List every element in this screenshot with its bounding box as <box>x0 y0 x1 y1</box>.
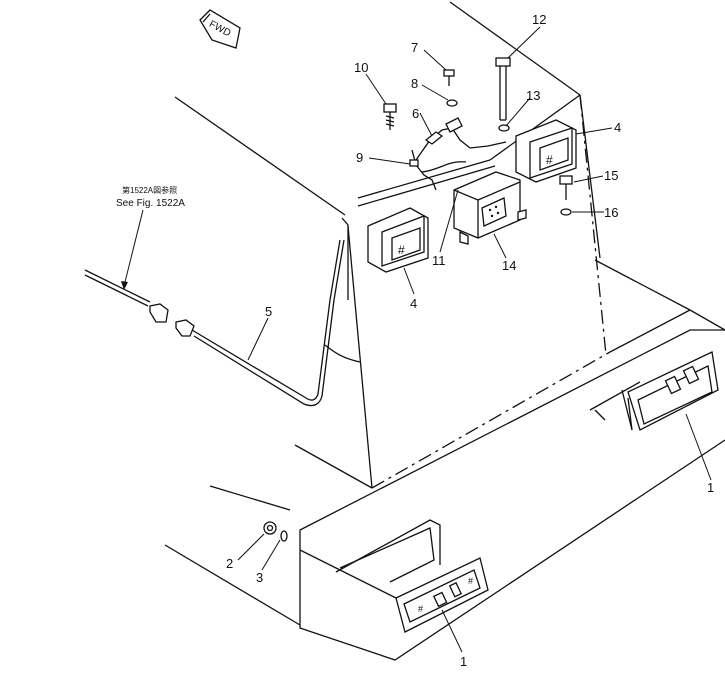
machine-body <box>164 1 725 661</box>
bolt-12 <box>495 57 511 121</box>
callout-1-right: 1 <box>707 480 714 495</box>
work-lamp-right: # <box>515 119 577 183</box>
callout-2: 2 <box>226 556 233 571</box>
cable-5 <box>84 239 361 407</box>
work-lamp-left: # <box>367 207 429 273</box>
rear-lamp-left: # # <box>395 557 489 633</box>
callout-16: 16 <box>604 205 618 220</box>
callout-13: 13 <box>526 88 540 103</box>
connector-6 <box>424 117 463 145</box>
washer-8 <box>446 99 458 107</box>
callout-6: 6 <box>412 106 419 121</box>
bolt-7 <box>443 69 455 86</box>
lamp-symbol: # <box>418 604 423 614</box>
fwd-arrow-sign: FWD <box>199 9 241 49</box>
bolt-15 <box>559 175 573 200</box>
lamp-symbol: # <box>546 153 553 167</box>
callout-1-left: 1 <box>460 654 467 669</box>
callout-numbers: 1 1 2 3 4 4 5 6 7 8 9 10 11 12 13 14 15 … <box>226 12 714 669</box>
callout-11: 11 <box>432 253 446 268</box>
callout-3: 3 <box>256 570 263 585</box>
callout-12: 12 <box>532 12 546 27</box>
callout-8: 8 <box>411 76 418 91</box>
nut-2 <box>263 521 277 535</box>
callout-9: 9 <box>356 150 363 165</box>
callout-15: 15 <box>604 168 618 183</box>
callout-4-left: 4 <box>410 296 417 311</box>
washer-3 <box>280 530 288 542</box>
reference-note-english: See Fig. 1522A <box>116 198 185 209</box>
callout-10: 10 <box>354 60 368 75</box>
reference-note: 第1522A図参照 See Fig. 1522A <box>116 185 185 290</box>
washer-13 <box>498 124 510 132</box>
lamp-symbol: # <box>398 243 405 257</box>
controller-box <box>453 171 527 245</box>
bolt-10 <box>383 103 397 130</box>
callout-7: 7 <box>411 40 418 55</box>
callout-14: 14 <box>502 258 516 273</box>
reference-note-japanese: 第1522A図参照 <box>122 185 177 195</box>
callout-4-right: 4 <box>614 120 621 135</box>
leader-lines <box>237 26 712 653</box>
callout-5: 5 <box>265 304 272 319</box>
rear-lamp-right <box>621 351 719 431</box>
lamp-symbol: # <box>468 576 473 586</box>
washer-16 <box>560 208 572 216</box>
